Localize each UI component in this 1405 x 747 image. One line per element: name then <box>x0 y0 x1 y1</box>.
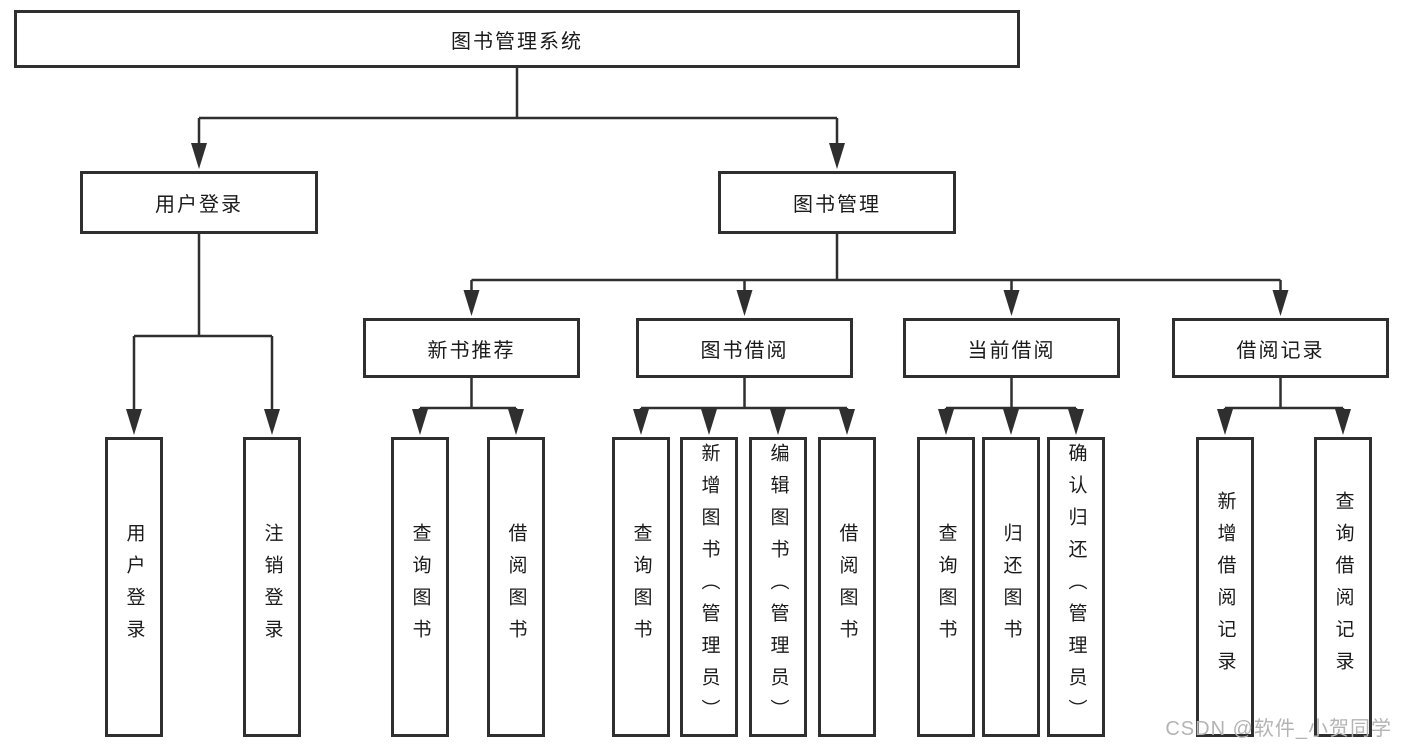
leaf-borrow-books: 借阅图书 <box>818 437 876 737</box>
csdn-watermark: CSDN @软件_小贺同学 <box>1165 718 1392 740</box>
leaf-confirm-return-admin: 确认归还（管理员） <box>1047 437 1105 737</box>
node-new-book-recommend: 新书推荐 <box>363 318 580 378</box>
leaf-return-book: 归还图书 <box>982 437 1040 737</box>
leaf-query-books-current: 查询图书 <box>917 437 975 737</box>
leaf-add-book-admin: 新增图书（管理员） <box>680 437 738 737</box>
node-current-borrowing: 当前借阅 <box>903 318 1120 378</box>
leaf-query-books-recommend: 查询图书 <box>391 437 449 737</box>
leaf-query-borrow-record: 查询借阅记录 <box>1314 437 1372 737</box>
node-library-system: 图书管理系统 <box>14 10 1020 68</box>
node-user-login: 用户登录 <box>80 171 318 234</box>
leaf-query-books-borrow: 查询图书 <box>612 437 670 737</box>
node-borrowing-records: 借阅记录 <box>1172 318 1389 378</box>
leaf-add-borrow-record: 新增借阅记录 <box>1196 437 1254 737</box>
leaf-user-login: 用户登录 <box>105 437 163 737</box>
leaf-logout: 注销登录 <box>243 437 301 737</box>
node-book-management: 图书管理 <box>718 171 956 234</box>
node-book-borrowing: 图书借阅 <box>636 318 853 378</box>
leaf-edit-book-admin: 编辑图书（管理员） <box>749 437 807 737</box>
leaf-borrow-books-recommend: 借阅图书 <box>487 437 545 737</box>
